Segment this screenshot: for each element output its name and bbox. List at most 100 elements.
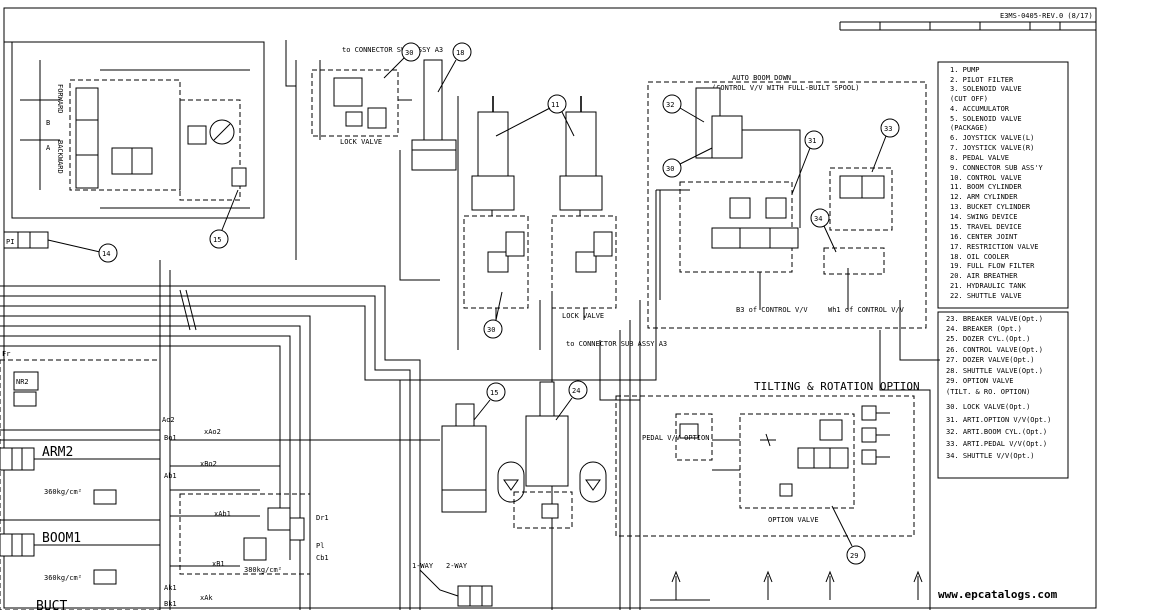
oil-cooler-cylinder (411, 59, 457, 171)
label-xb1: xB1 (212, 560, 225, 568)
legend-b-12: 34. SHUTTLE V/V(Opt.) (946, 452, 1035, 460)
label-buck: BUCT (36, 599, 67, 610)
travel-block: FORWARD BACKWARD B A (4, 41, 265, 219)
sheet-frame (3, 7, 1097, 609)
legend-a-4: 4. ACCUMULATOR (950, 105, 1010, 113)
callout-11: 11 (495, 94, 575, 137)
svg-text:32: 32 (666, 101, 674, 109)
label-pedal: PEDAL V/V OPTION (642, 434, 709, 442)
callout-30-top: 30 (383, 42, 421, 79)
legend-a-17: 16. CENTER JOINT (950, 233, 1018, 241)
legend-a-5: 5. SOLENOID VALVE (950, 115, 1022, 123)
label-two-way: 2-WAY (446, 562, 468, 570)
label-p-pilot: 380kg/cm² (244, 566, 282, 574)
legend-b-3: 26. CONTROL VALVE(Opt.) (946, 346, 1043, 354)
label-ab1: Ab1 (164, 472, 177, 480)
label-port-b: B (46, 119, 50, 127)
legend-b-1: 24. BREAKER (Opt.) (946, 325, 1022, 333)
callout-24: 24 (555, 380, 588, 421)
label-bo1: Bo1 (164, 434, 177, 442)
label-option-valve: OPTION VALVE (768, 516, 819, 524)
callout-31: 31 (791, 130, 824, 195)
label-to-control-a: B3 of CONTROL V/V (736, 306, 808, 314)
legend-a-2: 3. SOLENOID VALVE (950, 85, 1022, 93)
label-xab1: xAb1 (214, 510, 231, 518)
label-ak1: Ak1 (164, 584, 177, 592)
label-xao2: xAo2 (204, 428, 221, 436)
callout-18: 18 (437, 42, 472, 93)
doc-ref: E3MS-0405-REV.0 (8/17) (1000, 12, 1093, 20)
label-to-control-b: Wh1 of CONTROL V/V (828, 306, 905, 314)
legend-a-12: 11. BOOM CYLINDER (950, 183, 1022, 191)
label-bk1: Bk1 (164, 600, 177, 608)
legend-a-1: 2. PILOT FILTER (950, 76, 1014, 84)
legend-a-23: 22. SHUTTLE VALVE (950, 292, 1022, 300)
svg-text:30: 30 (405, 49, 413, 57)
svg-text:30: 30 (666, 165, 674, 173)
callouts: 30 18 11 32 31 33 (98, 42, 900, 565)
callout-34: 34 (810, 208, 837, 253)
legend-b-9: 31. ARTI.OPTION V/V(Opt.) (946, 416, 1051, 424)
label-p-boom: 360kg/cm² (44, 574, 82, 582)
legend-b-2: 25. DOZER CYL.(Opt.) (946, 335, 1030, 343)
legend-a-11: 10. CONTROL VALVE (950, 174, 1022, 182)
label-nr2: NR2 (16, 378, 29, 386)
legend-a-8: 7. JOYSTICK VALVE(R) (950, 144, 1034, 152)
legend-a-10: 9. CONNECTOR SUB ASS'Y (950, 164, 1044, 172)
control-valve-stack: Fr NR2 ARM2 360kg/cm² BOOM1 360kg/cm² BU… (0, 350, 440, 610)
legend-a-22: 21. HYDRAULIC TANK (950, 282, 1027, 290)
svg-text:18: 18 (456, 49, 464, 57)
label-cb1: Cb1 (316, 554, 329, 562)
callout-32: 32 (662, 94, 705, 123)
label-lock-valve-top: LOCK VALVE (340, 138, 382, 146)
legend-b-8: 30. LOCK VALVE(Opt.) (946, 403, 1030, 411)
legend-a-19: 18. OIL COOLER (950, 253, 1010, 261)
legend-a-3: (CUT OFF) (950, 95, 988, 103)
label-port-a: A (46, 144, 51, 152)
breaker-dozer (441, 381, 607, 529)
label-pl: Pl (316, 542, 324, 550)
tilting-option-box: TILTING & ROTATION OPTION PEDAL V/V OPTI… (615, 380, 920, 537)
label-boom1: BOOM1 (42, 531, 81, 546)
legend-a-9: 8. PEDAL VALVE (950, 154, 1009, 162)
label-pi: PI (6, 238, 14, 246)
callout-33: 33 (871, 118, 900, 173)
svg-text:29: 29 (850, 552, 858, 560)
title-strip: E3MS-0405-REV.0 (8/17) (839, 12, 1096, 31)
legend-a-18: 17. RESTRICTION VALVE (950, 243, 1039, 251)
svg-text:31: 31 (808, 137, 816, 145)
callout-30-mid: 30 (483, 291, 503, 339)
svg-text:30: 30 (487, 326, 495, 334)
legend-a-6: (PACKAGE) (950, 124, 988, 132)
legend-a-7: 6. JOYSTICK VALVE(L) (950, 134, 1034, 142)
callout-14: 14 (98, 243, 118, 263)
legend-b-7: (TILT. & RO. OPTION) (946, 388, 1030, 396)
callout-15-travel: 15 (209, 189, 239, 249)
label-connector-top: to CONNECTOR SUB ASSY A3 (342, 46, 443, 54)
lock-valve-top: to CONNECTOR SUB ASSY A3 LOCK VALVE (311, 46, 443, 146)
label-xbo2: xBo2 (200, 460, 217, 468)
callout-29: 29 (831, 505, 866, 565)
legend-b-6: 29. OPTION VALVE (946, 377, 1013, 385)
svg-text:15: 15 (213, 236, 221, 244)
label-p-arm: 360kg/cm² (44, 488, 82, 496)
svg-text:34: 34 (814, 215, 822, 223)
label-fr: Fr (2, 350, 10, 358)
pipe-trunk (0, 40, 940, 610)
legend-b-10: 32. ARTI.BOOM CYL.(Opt.) (946, 428, 1047, 436)
legend-b-5: 28. SHUTTLE VALVE(Opt.) (946, 367, 1043, 375)
swing-device-box: PI (3, 231, 101, 253)
bottom-arrows: 1-WAY 2-WAY (412, 562, 923, 607)
legend-a-16: 15. TRAVEL DEVICE (950, 223, 1022, 231)
legend-a-0: 1. PUMP (950, 66, 980, 74)
legend-panel-a: 1. PUMP 2. PILOT FILTER 3. SOLENOID VALV… (937, 61, 1069, 309)
callout-15-dozer: 15 (473, 382, 506, 421)
svg-text:33: 33 (884, 125, 892, 133)
watermark: www.epcatalogs.com (938, 588, 1058, 601)
label-arm2: ARM2 (42, 445, 73, 460)
label-forward: FORWARD (56, 84, 64, 114)
legend-a-15: 14. SWING DEVICE (950, 213, 1017, 221)
legend-a-13: 12. ARM CYLINDER (950, 193, 1018, 201)
label-xak: xAk (200, 594, 213, 602)
legend-b-11: 33. ARTI.PEDAL V/V(Opt.) (946, 440, 1047, 448)
